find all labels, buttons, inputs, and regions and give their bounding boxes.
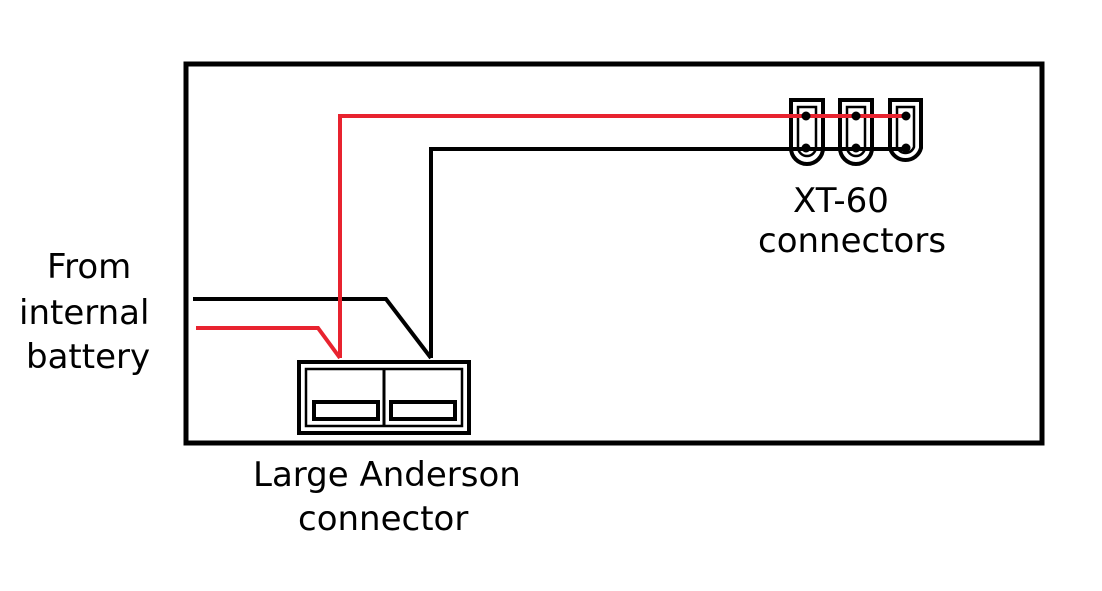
xt60-label-line-2: connectors — [758, 221, 946, 261]
xt60-connector-1 — [789, 98, 825, 166]
positive-wire-xt60 — [338, 114, 906, 358]
xt60-label-line-1: XT-60 — [793, 181, 889, 221]
negative-wire-battery — [193, 297, 433, 360]
enclosure-box — [183, 61, 1045, 446]
battery-label-line-1: From — [47, 247, 131, 287]
anderson-label-line-2: connector — [298, 499, 468, 539]
positive-wire-battery — [196, 326, 342, 360]
negative-wire-xt60 — [429, 147, 906, 358]
battery-label-line-3: battery — [26, 337, 150, 377]
xt60-connector-2 — [838, 98, 874, 166]
anderson-label-line-1: Large Anderson — [253, 455, 521, 495]
battery-label-line-2: internal — [19, 293, 149, 333]
xt60-pins — [801, 111, 911, 153]
anderson-connector — [297, 360, 471, 435]
